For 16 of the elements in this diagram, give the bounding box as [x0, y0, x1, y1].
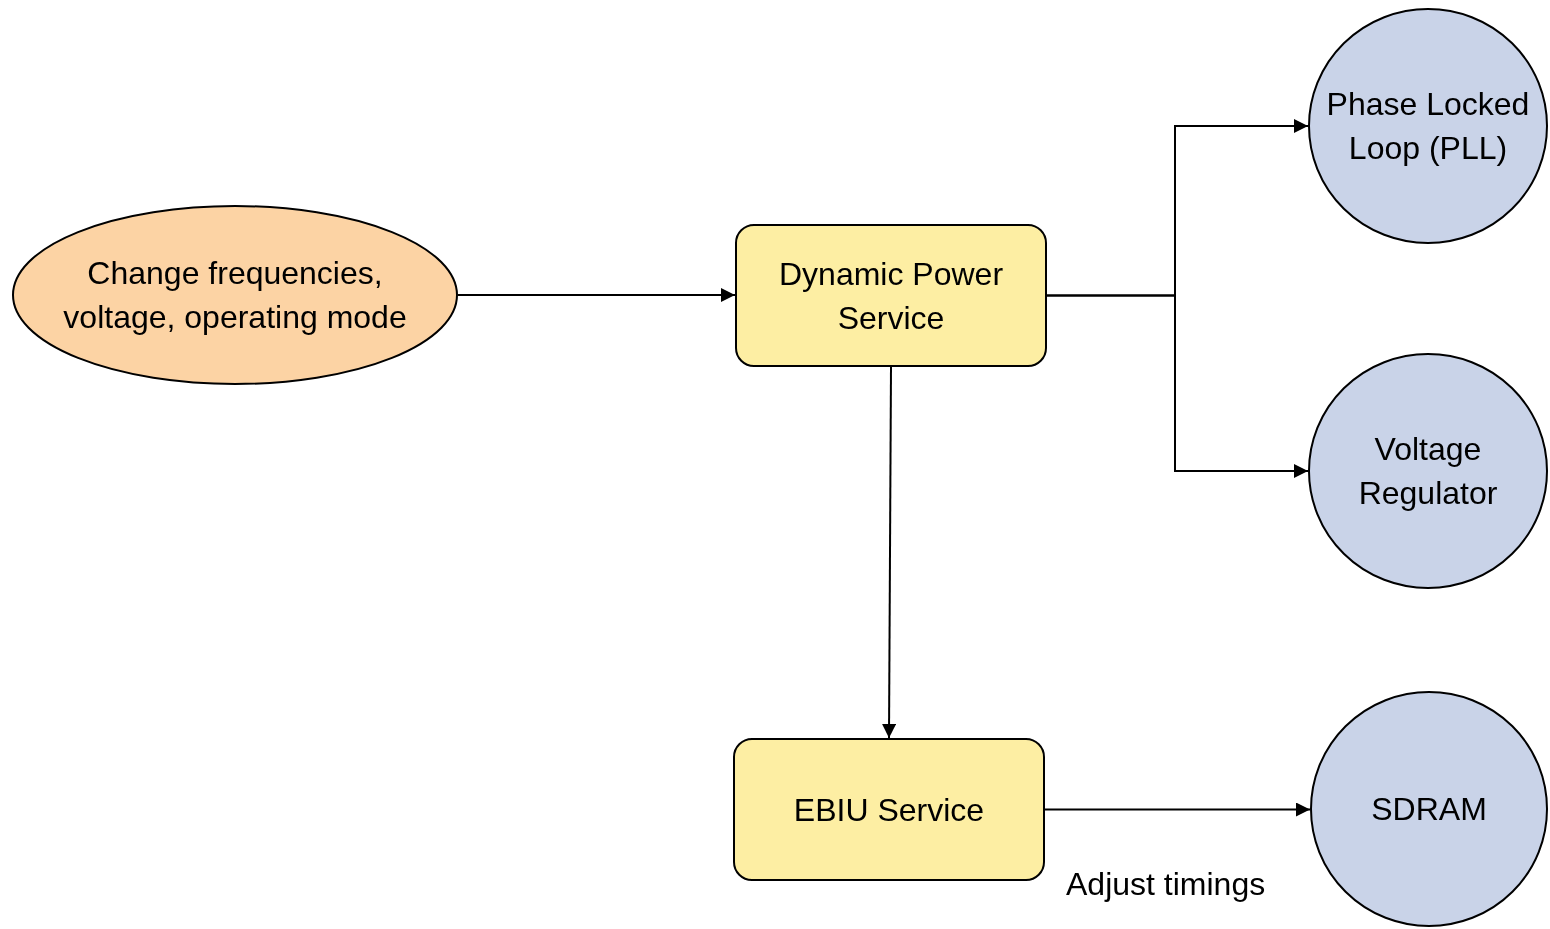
circle-node	[1308, 353, 1548, 589]
circle-node	[1310, 691, 1548, 927]
node-label: SDRAM	[1370, 790, 1488, 829]
arrow	[1046, 294, 1309, 478]
circle-node	[1308, 8, 1548, 244]
ellipse-node	[12, 205, 458, 385]
node-label: Voltage Regulator	[1357, 430, 1499, 513]
node-label: Phase Locked Loop (PLL)	[1325, 85, 1531, 168]
node-label: EBIU Service	[792, 790, 986, 830]
arrow	[882, 366, 897, 739]
process-box	[733, 738, 1045, 881]
arrow	[457, 288, 736, 302]
arrow	[1044, 802, 1311, 817]
node-label: Change frequencies, voltage, operating mode	[62, 254, 408, 337]
process-box	[735, 224, 1047, 367]
node-label: Dynamic Power Service	[777, 254, 1005, 338]
